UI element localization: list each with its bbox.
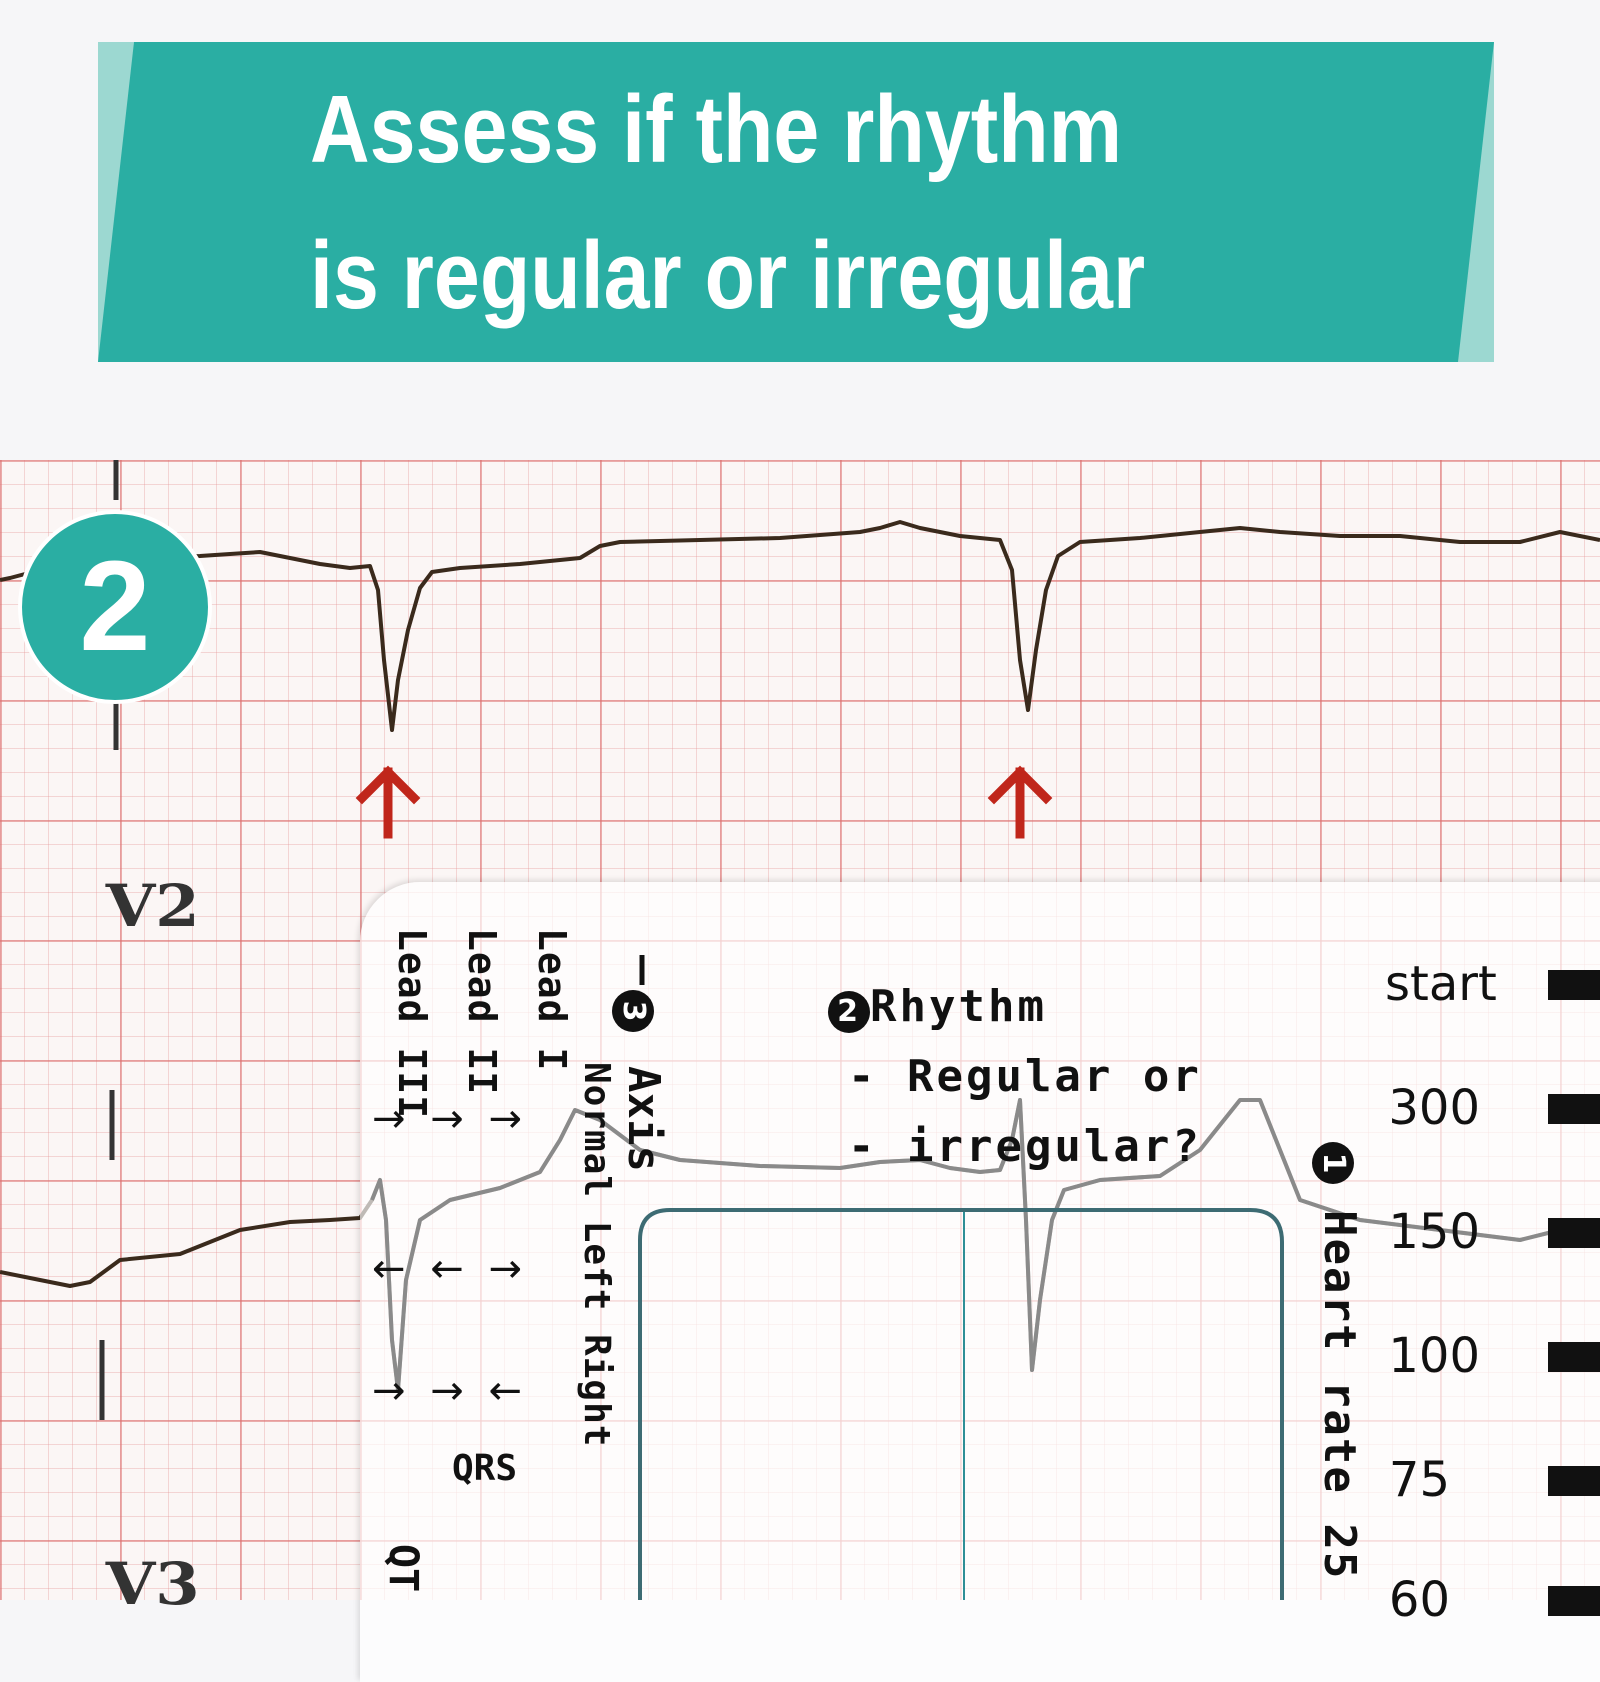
rhythm-line-regular: - Regular or <box>848 1051 1202 1102</box>
beat-marker-arrow-1 <box>355 765 421 839</box>
lead-label-v2: V2 <box>105 872 200 940</box>
banner-title-line-2: is regular or irregular <box>310 222 1146 329</box>
banner-title-line-1: Assess if the rhythm <box>310 76 1123 183</box>
arrow-row-normal-icon: → → → <box>372 1096 528 1142</box>
scale-label-100: 100 <box>1388 1328 1480 1384</box>
rhythm-title: Rhythm <box>870 981 1047 1032</box>
scale-label-60: 60 <box>1388 1572 1450 1628</box>
scale-label-75: 75 <box>1388 1452 1450 1508</box>
step-number-badge: 2 <box>18 510 212 704</box>
beat-marker-arrow-2 <box>987 765 1053 839</box>
arrow-row-right-icon: → → ← <box>372 1368 528 1414</box>
scale-label-300: 300 <box>1388 1080 1480 1136</box>
qrs-label: QRS <box>452 1448 518 1489</box>
scale-tick-300 <box>1548 1094 1600 1124</box>
scale-tick-start <box>1548 970 1600 1000</box>
lead-label-v3: V3 <box>105 1550 200 1618</box>
lead-iii-label: Lead III <box>390 928 434 1120</box>
axis-title: Axis <box>618 1066 669 1172</box>
scale-tick-75 <box>1548 1466 1600 1496</box>
scale-tick-100 <box>1548 1342 1600 1372</box>
scale-tick-60 <box>1548 1586 1600 1616</box>
heart-rate-section-badge: 1 <box>1312 1142 1354 1184</box>
axis-labels: Normal Left Right <box>576 1062 617 1448</box>
rhythm-line-irregular: - irregular? <box>848 1121 1202 1172</box>
scale-tick-150 <box>1548 1218 1600 1248</box>
qt-label: QT <box>380 1544 426 1593</box>
arrow-row-left-icon: ← ← → <box>372 1246 528 1292</box>
title-banner: Assess if the rhythm is regular or irreg… <box>0 0 1600 420</box>
scale-label-150: 150 <box>1388 1204 1480 1260</box>
axis-badge-number: 3 <box>612 990 654 1032</box>
axis-section-badge: 3 <box>612 990 654 1032</box>
banner-ribbon <box>98 42 1494 362</box>
heart-rate-badge-number: 1 <box>1312 1142 1354 1184</box>
rhythm-badge: 2 <box>828 991 870 1033</box>
scale-label-start: start <box>1385 956 1497 1012</box>
heart-rate-title: Heart rate 25 <box>1314 1210 1365 1581</box>
lead-i-label: Lead I <box>530 928 574 1072</box>
lead-ii-label: Lead II <box>460 928 504 1096</box>
ecg-trace-upper <box>0 520 1600 732</box>
